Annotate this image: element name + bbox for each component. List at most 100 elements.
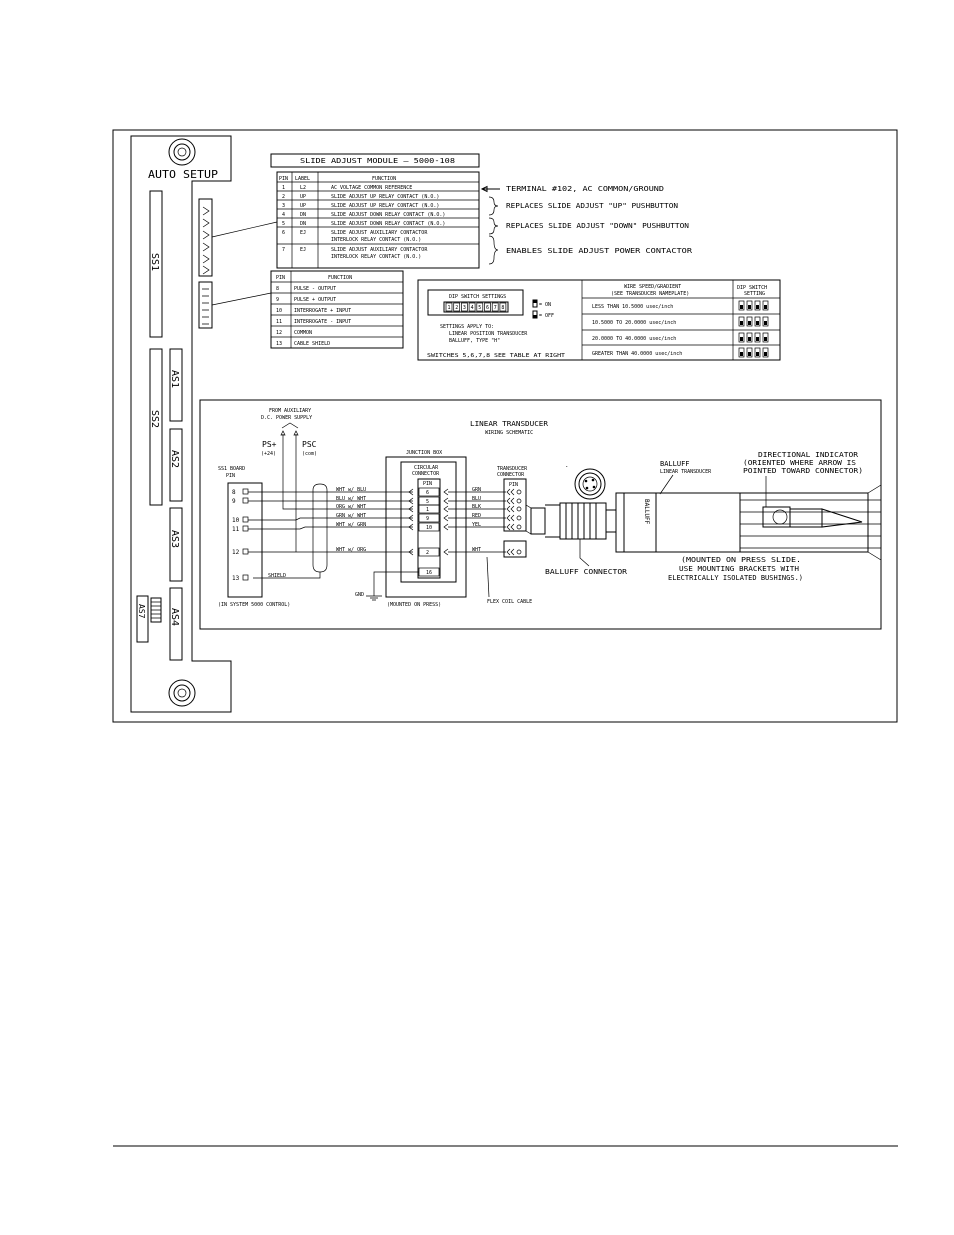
dip-setting-knob [740, 352, 743, 356]
wire [282, 506, 413, 510]
module-row-function: SLIDE ADJUST UP RELAY CONTACT (N.O.) [331, 203, 439, 209]
module-row-label: EJ [300, 247, 306, 253]
dip-setting-knob [764, 337, 767, 341]
dip-settings-line3: BALLUFF, TYPE "H" [449, 338, 500, 344]
module-row-function: SLIDE ADJUST UP RELAY CONTACT (N.O.) [331, 194, 439, 200]
ss1-pin-number: 11 [232, 526, 240, 533]
circular-connector-line2: CONNECTOR [412, 471, 440, 477]
jb-pin-arrow-left [408, 505, 414, 513]
speed-row-text: 20.0000 TO 40.0000 usec/inch [592, 336, 676, 342]
wire-color-label: GRN w/ WHT [336, 513, 366, 519]
speed-header1: WIRE SPEED/GRADIENT [624, 284, 681, 290]
directional-arrow-icon [821, 508, 863, 528]
slot-as7 [136, 595, 149, 643]
slot-as4-label: AS4 [169, 608, 180, 626]
tc-pin-arrow [506, 505, 515, 513]
jb-pin-arrow-right [443, 497, 449, 505]
dip-setting-switch [746, 316, 753, 327]
jb-pin-number: 2 [426, 550, 429, 556]
module-row-function: SLIDE ADJUST AUXILIARY CONTACTOR [331, 230, 428, 236]
slot-as2 [169, 428, 183, 502]
module-row-pin: 3 [282, 203, 285, 209]
jb-pin-cell [418, 522, 440, 532]
module-row-pin: 7 [282, 247, 285, 253]
transducer-connector-line1: TRANSDUCER [497, 466, 528, 472]
jb-pin-arrow-left [408, 497, 414, 505]
balluff-body-text: BALLUFF [643, 499, 650, 525]
module-row-function-line2: INTERLOCK RELAY CONTACT (N.O.) [331, 237, 421, 243]
module-leader-line [211, 221, 278, 238]
ps-plus-value: (+24) [261, 451, 276, 457]
ps-plus-label: PS+ [262, 440, 277, 449]
jb-pin-arrow-right [443, 548, 449, 556]
module-table: SLIDE ADJUST MODULE — 5000-108 PIN LABEL… [270, 153, 480, 269]
dip-header1: DIP SWITCH [737, 285, 767, 291]
pulse-row-function: INTERROGATE - INPUT [294, 319, 351, 325]
dip-switch [453, 302, 461, 312]
balluff-connector-label: BALLUFF CONNECTOR [545, 568, 628, 576]
dip-switch [499, 302, 507, 312]
module-terminal-block [198, 198, 213, 277]
aux-power-line2: D.C. POWER SUPPLY [261, 415, 312, 421]
aux-power-line1: FROM AUXILIARY [269, 408, 311, 414]
tc-pin-socket [516, 524, 522, 530]
dip-switch-number: 6 [486, 305, 489, 311]
dip-setting-knob [764, 321, 767, 325]
dip-setting-knob [748, 337, 751, 341]
transducer-connector-line2: CONNECTOR [497, 472, 525, 478]
pulse-row-pin: 10 [276, 308, 282, 314]
tc-pin-arrow [506, 523, 515, 531]
schematic-subtitle: WIRING SCHEMATIC [485, 430, 533, 436]
dip-header2: SETTING [744, 291, 765, 297]
pulse-header-function: FUNCTION [328, 275, 352, 281]
psc-label: PSC [302, 440, 317, 449]
wiring-schematic: LINEAR TRANSDUCER WIRING SCHEMATIC FROM … [199, 399, 882, 630]
transducer-wire-color: BLK [472, 504, 481, 510]
pulse-row-function: CABLE SHIELD [294, 341, 330, 347]
jb-pin-arrow-left [408, 488, 414, 496]
wire-color-label: BLU w/ WHT [336, 496, 366, 502]
pulse-row-pin: 8 [276, 286, 279, 292]
dip-title: DIP SWITCH SETTINGS [449, 294, 506, 300]
mounted-slide-line2: USE MOUNTING BRACKETS WITH [679, 565, 799, 573]
module-row-label: UP [300, 203, 306, 209]
dip-setting-knob [756, 337, 759, 341]
dip-switch-number: 8 [501, 305, 504, 311]
dip-setting-knob [740, 321, 743, 325]
jb-pin-arrow-right [443, 523, 449, 531]
speed-header2: (SEE TRANSDUCER NAMEPLATE) [611, 291, 689, 297]
jb-pin-cell [418, 513, 440, 523]
dip-setting-knob [756, 352, 759, 356]
module-row-label: L2 [300, 185, 306, 191]
slot-as2-label: AS2 [169, 450, 180, 468]
transducer-wire-color: WHT [472, 547, 481, 553]
down-note: REPLACES SLIDE ADJUST "DOWN" PUSHBUTTON [506, 222, 689, 230]
module-row-pin: 1 [282, 185, 285, 191]
circular-connector-line1: CIRCULAR [414, 465, 439, 471]
dip-switches-note: SWITCHES 5,6,7,8 SEE TABLE AT RIGHT [427, 353, 565, 359]
gnd-label: GND [355, 592, 364, 598]
circuit-board: AUTO SETUP SS1 SS2 AS1 AS2 AS3 AS4 AS7 [130, 135, 232, 713]
module-notes: TERMINAL #102, AC COMMON/GROUND REPLACES… [480, 185, 693, 265]
pulse-row-function: PULSE - OUTPUT [294, 286, 336, 292]
circular-connector [400, 461, 457, 583]
slot-as4 [169, 587, 183, 661]
pulse-row-function: PULSE + OUTPUT [294, 297, 336, 303]
dip-switch-number: 1 [448, 305, 451, 311]
transducer-wire-color: BLU [472, 496, 481, 502]
jb-pin-number: 1 [426, 507, 429, 513]
junction-box-label: JUNCTION BOX [406, 450, 442, 456]
terminal-note: TERMINAL #102, AC COMMON/GROUND [506, 185, 664, 193]
mounted-on-press: (MOUNTED ON PRESS) [387, 602, 441, 608]
connector-dot-label: . [565, 462, 569, 469]
wire-color-label: WHT w/ GRN [336, 522, 366, 528]
psc-value: (com) [302, 451, 317, 457]
dip-setting-switch [754, 300, 761, 311]
tc-pin-arrow [506, 548, 515, 556]
ss1-board-line1: SS1 BOARD [218, 466, 245, 472]
slot-as1 [169, 348, 183, 422]
slot-ss2 [149, 348, 163, 506]
slot-as1-label: AS1 [169, 370, 180, 388]
dip-setting-switch [746, 347, 753, 358]
